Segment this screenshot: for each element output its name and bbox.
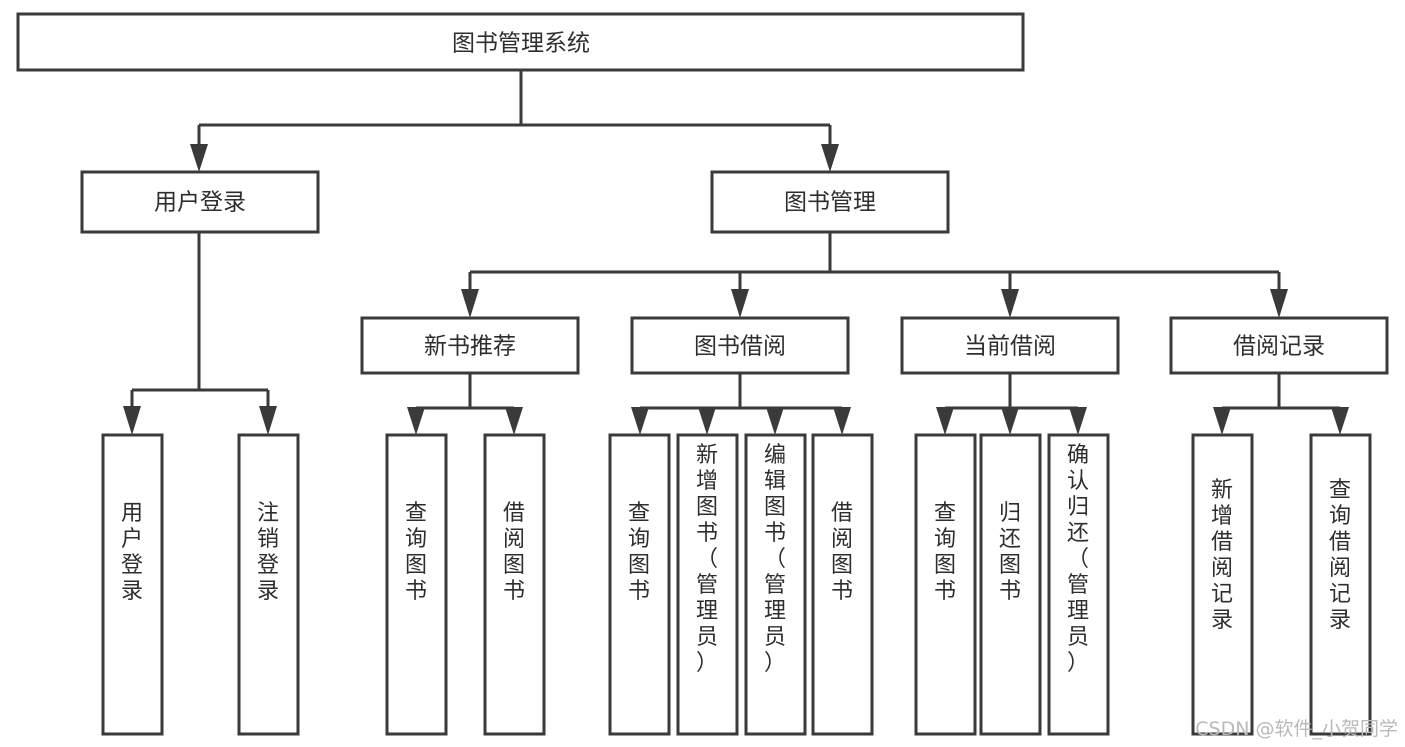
node-book-borrow[interactable]: 图书借阅 xyxy=(630,316,850,375)
leaf-add-book[interactable]: 新增图书（管理员） xyxy=(676,433,739,736)
leaf-add-record-box[interactable] xyxy=(1191,433,1254,736)
arrowhead-currentborrow xyxy=(1001,289,1019,318)
watermark-label: CSDN @软件_小贺同学 xyxy=(1195,718,1398,740)
leaf-borrow-book-1-label: 借阅图书 xyxy=(503,501,525,604)
arrowhead-newbook xyxy=(461,289,479,318)
arrowhead-bookborrow xyxy=(731,289,749,318)
leaf-query-book-2[interactable]: 查询图书 xyxy=(608,433,671,736)
leaf-borrow-book-2-label: 借阅图书 xyxy=(831,501,853,604)
leaf-edit-book-box[interactable] xyxy=(744,433,807,736)
leaf-confirm-return-label: 确认归还（管理员） xyxy=(1067,443,1089,676)
node-book-borrow-label: 图书借阅 xyxy=(694,334,786,360)
leaf-confirm-return[interactable]: 确认归还（管理员） xyxy=(1047,433,1110,736)
arrowhead-leaf-borrow-book-1 xyxy=(505,407,523,435)
node-user-login-box[interactable] xyxy=(80,170,320,234)
leaf-logout-label: 注销登录 xyxy=(257,501,279,604)
leaf-query-book-1-label: 查询图书 xyxy=(405,501,427,604)
leaf-borrow-book-1[interactable]: 借阅图书 xyxy=(483,433,546,736)
node-current-borrow-label: 当前借阅 xyxy=(964,334,1056,360)
leaf-query-record[interactable]: 查询借阅记录 xyxy=(1309,433,1372,736)
arrowhead-leaf-query-book-2 xyxy=(631,407,649,435)
node-root-box[interactable] xyxy=(16,12,1025,72)
leaf-edit-book[interactable]: 编辑图书（管理员） xyxy=(744,433,807,736)
leaf-confirm-return-box[interactable] xyxy=(1047,433,1110,736)
arrowhead-leaf-borrow-book-2 xyxy=(833,407,851,435)
leaf-query-book-3-box[interactable] xyxy=(914,433,977,736)
leaf-query-record-box[interactable] xyxy=(1309,433,1372,736)
leaf-return-book[interactable]: 归还图书 xyxy=(979,433,1042,736)
leaf-user-login-box[interactable] xyxy=(101,433,164,736)
leaf-add-record-label: 新增借阅记录 xyxy=(1211,478,1233,633)
leaf-add-book-box[interactable] xyxy=(676,433,739,736)
node-root-label: 图书管理系统 xyxy=(452,31,590,57)
node-new-book-recommend[interactable]: 新书推荐 xyxy=(360,316,580,375)
leaf-query-record-label: 查询借阅记录 xyxy=(1329,478,1351,633)
arrowhead-leaf-query-book-3 xyxy=(936,407,954,435)
leaf-return-book-box[interactable] xyxy=(979,433,1042,736)
node-borrow-record-label: 借阅记录 xyxy=(1233,334,1325,360)
connector-group-borrowrecord xyxy=(1213,373,1349,435)
node-user-login[interactable]: 用户登录 xyxy=(80,170,320,234)
connector-group-bookborrow xyxy=(631,373,851,435)
arrowhead-bookmgmt xyxy=(821,144,839,172)
leaf-query-book-3[interactable]: 查询图书 xyxy=(914,433,977,736)
node-new-book-recommend-box[interactable] xyxy=(360,316,580,375)
arrowhead-borrowrecord xyxy=(1270,289,1288,318)
arrowhead-leaf-return-book xyxy=(1001,407,1019,435)
arrowhead-userlogin xyxy=(190,144,208,172)
node-borrow-record-box[interactable] xyxy=(1169,316,1389,375)
node-root[interactable]: 图书管理系统 xyxy=(16,12,1025,72)
arrowhead-leaf-add-book xyxy=(698,407,716,435)
leaf-return-book-label: 归还图书 xyxy=(999,501,1021,604)
node-new-book-recommend-label: 新书推荐 xyxy=(424,334,516,360)
node-book-borrow-box[interactable] xyxy=(630,316,850,375)
leaf-add-book-label: 新增图书（管理员） xyxy=(696,443,718,676)
connector-group-root xyxy=(190,70,839,172)
node-book-management-label: 图书管理 xyxy=(784,190,876,216)
leaf-query-book-2-label: 查询图书 xyxy=(628,501,650,604)
leaf-borrow-book-1-box[interactable] xyxy=(483,433,546,736)
leaf-query-book-1-box[interactable] xyxy=(385,433,448,736)
leaf-add-record[interactable]: 新增借阅记录 xyxy=(1191,433,1254,736)
leaf-query-book-2-box[interactable] xyxy=(608,433,671,736)
leaf-query-book-3-label: 查询图书 xyxy=(934,501,956,604)
leaf-logout[interactable]: 注销登录 xyxy=(237,433,300,736)
leaf-edit-book-label: 编辑图书（管理员） xyxy=(764,443,786,676)
leaf-user-login-label: 用户登录 xyxy=(121,501,143,604)
node-book-management-box[interactable] xyxy=(710,170,950,234)
connector-group-currentborrow xyxy=(936,373,1087,435)
arrowhead-leaf-logout xyxy=(259,406,277,435)
arrowhead-leaf-user-login xyxy=(123,406,141,435)
connector-group-bookmgmt xyxy=(461,232,1288,318)
node-current-borrow-box[interactable] xyxy=(900,316,1120,375)
connector-group-newbook xyxy=(407,373,523,435)
node-current-borrow[interactable]: 当前借阅 xyxy=(900,316,1120,375)
arrowhead-leaf-edit-book xyxy=(766,407,784,435)
leaf-borrow-book-2-box[interactable] xyxy=(811,433,874,736)
node-user-login-label: 用户登录 xyxy=(154,190,246,216)
connector-group-userlogin xyxy=(123,232,277,435)
leaf-user-login[interactable]: 用户登录 xyxy=(101,433,164,736)
arrowhead-leaf-query-record xyxy=(1331,407,1349,435)
arrowhead-leaf-add-record xyxy=(1213,407,1231,435)
leaf-borrow-book-2[interactable]: 借阅图书 xyxy=(811,433,874,736)
arrowhead-leaf-query-book-1 xyxy=(407,407,425,435)
leaf-query-book-1[interactable]: 查询图书 xyxy=(385,433,448,736)
arrowhead-leaf-confirm-return xyxy=(1069,407,1087,435)
leaf-logout-box[interactable] xyxy=(237,433,300,736)
node-borrow-record[interactable]: 借阅记录 xyxy=(1169,316,1389,375)
node-book-management[interactable]: 图书管理 xyxy=(710,170,950,234)
